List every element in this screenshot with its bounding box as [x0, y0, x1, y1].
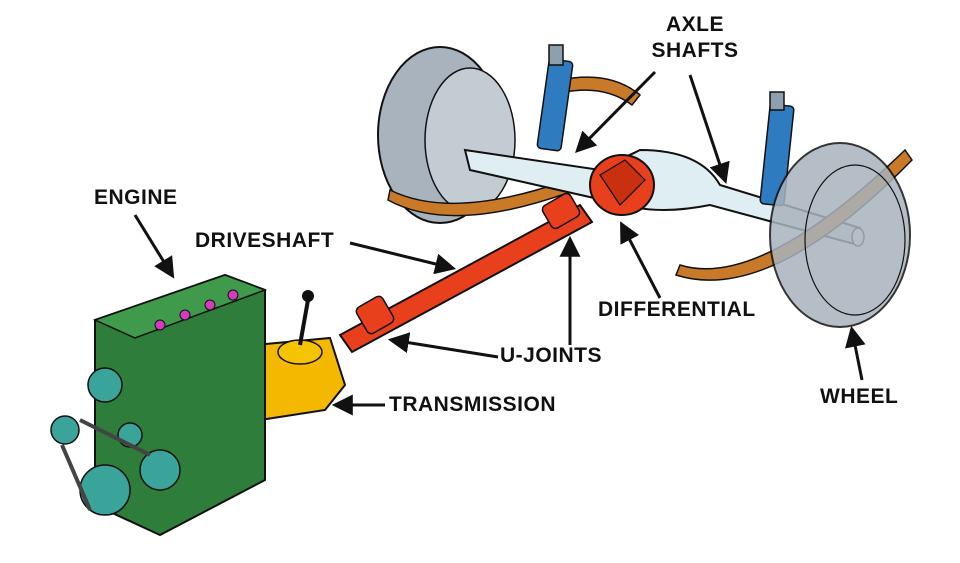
differential-label: DIFFERENTIAL: [598, 298, 756, 321]
rear-u-joint: [541, 192, 581, 230]
differential: [589, 154, 655, 216]
near-wheel: [769, 142, 911, 328]
axle-shafts-label: AXLE SHAFTS: [650, 12, 740, 64]
engine-label: ENGINE: [94, 186, 178, 209]
u-joints-label: U-JOINTS: [500, 344, 603, 367]
wheel-label: WHEEL: [820, 385, 899, 408]
axle-shafts-label-line1: AXLE: [665, 13, 724, 36]
axle-shafts-label-line2: SHAFTS: [651, 39, 739, 62]
driveshaft: [338, 192, 594, 354]
transmission: [238, 290, 347, 422]
driveshaft-label: DRIVESHAFT: [195, 229, 335, 252]
callout-arrows: [133, 70, 866, 416]
engine: [50, 273, 268, 537]
transmission-label: TRANSMISSION: [389, 393, 557, 416]
front-u-joint: [355, 295, 395, 335]
far-shock-absorber: [536, 58, 574, 152]
